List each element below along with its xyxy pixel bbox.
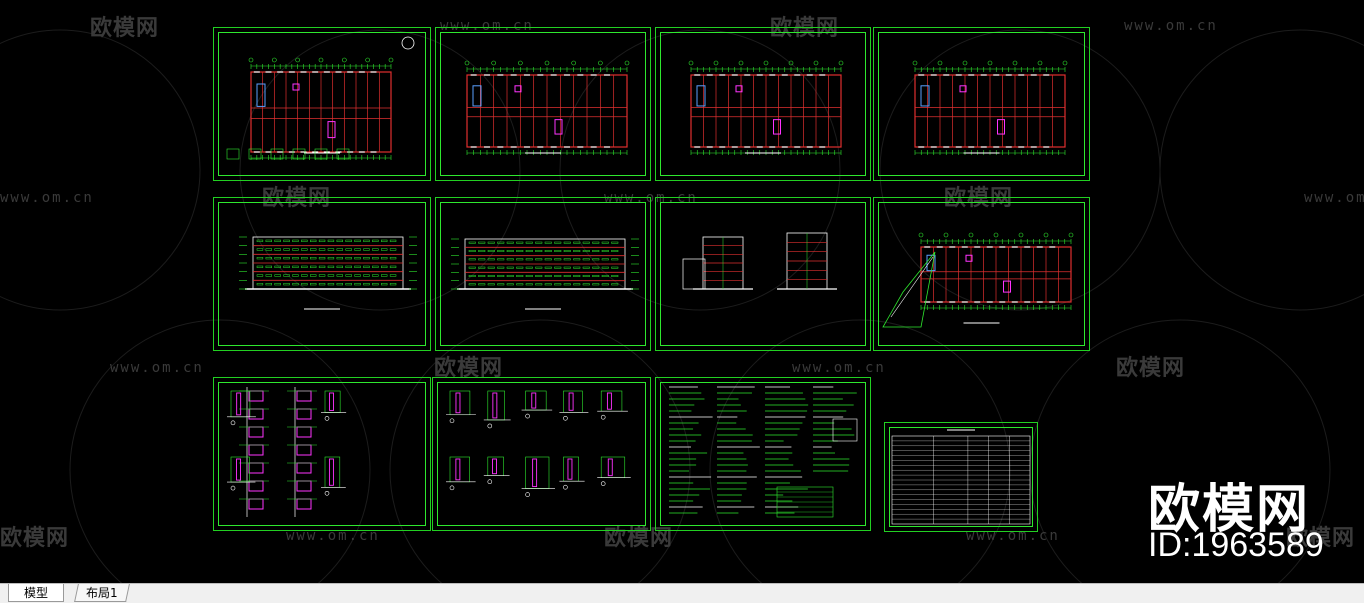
sheet-drawing-index[interactable] (884, 422, 1038, 532)
watermark-arc (239, 29, 521, 311)
drawing-index-table (891, 429, 1031, 525)
elevation-drawing (239, 236, 417, 310)
sheet-frame (218, 32, 426, 176)
sheet-design-notes[interactable] (655, 377, 871, 531)
sheet-floor-plan-4[interactable] (873, 27, 1090, 181)
sheet-frame (440, 32, 646, 176)
sheet-elevation-front[interactable] (213, 197, 431, 351)
sheet-floor-plan-1[interactable] (213, 27, 431, 181)
watermark-logo: 欧模网 (944, 186, 1014, 211)
watermark-url: www.om.cn (286, 528, 380, 544)
drawing-content-layer (226, 36, 1074, 525)
watermark-logo: 欧模网 (434, 356, 504, 381)
sheet-frame (660, 382, 866, 526)
watermark-url: www.om.cn (440, 18, 534, 34)
watermark-url: www.om.cn (0, 190, 94, 206)
side-elevation-drawing (682, 232, 837, 290)
tab-layout-1-label: 布局1 (86, 586, 118, 600)
detail-drawings (227, 390, 347, 496)
watermark-url: www.om.cn (1124, 18, 1218, 34)
tab-layout-1[interactable]: 布局1 (74, 584, 130, 602)
plan-notes (226, 36, 415, 160)
sheet-elevation-side[interactable] (655, 197, 871, 351)
wall-section-drawing (239, 387, 317, 517)
watermark-arc (0, 29, 201, 311)
watermark-layer (0, 29, 1364, 583)
floor-plan-drawing (688, 60, 844, 155)
detail-drawings (446, 390, 631, 497)
sheet-frame (889, 427, 1033, 527)
floor-plan-drawing (464, 60, 630, 155)
sheet-floor-plan-2[interactable] (435, 27, 651, 181)
watermark-logo: 欧模网 (262, 186, 332, 211)
sheet-frame (878, 32, 1085, 176)
sheet-frame (660, 32, 866, 176)
sheet-wall-details[interactable] (213, 377, 431, 531)
watermark-logo: 欧模网 (770, 16, 840, 41)
brand-id-label: ID:1963589 (1148, 526, 1324, 564)
watermark-logo: 欧模网 (1286, 526, 1356, 551)
watermark-logo: 欧模网 (1116, 356, 1186, 381)
sheet-frame (218, 202, 426, 346)
sheet-node-details[interactable] (432, 377, 651, 531)
watermark-url: www.om.cn (1304, 190, 1364, 206)
brand-logo: 欧模网 (1148, 480, 1311, 540)
tab-model[interactable]: 模型 (8, 584, 64, 602)
sheet-frame (660, 202, 866, 346)
design-notes-text (669, 386, 858, 518)
watermark-logo: 欧模网 (90, 16, 160, 41)
watermark-logo: 欧模网 (0, 526, 70, 551)
sheet-frame (437, 382, 646, 526)
floor-plan-drawing (912, 60, 1068, 155)
watermark-arc (69, 319, 371, 583)
sheet-elevation-rear[interactable] (435, 197, 651, 351)
watermark-url: www.om.cn (966, 528, 1060, 544)
sheet-floor-plan-3[interactable] (655, 27, 871, 181)
watermark-url: www.om.cn (792, 360, 886, 376)
sheet-frame (878, 202, 1085, 346)
floor-plan-drawing (248, 57, 394, 160)
watermark-url: www.om.cn (110, 360, 204, 376)
sheet-roof-plan[interactable] (873, 197, 1090, 351)
elevation-drawing (451, 238, 639, 310)
layout-tab-bar: 模型 布局1 (0, 583, 1364, 603)
sheet-frame (440, 202, 646, 346)
watermark-arc (559, 29, 841, 311)
sheet-frame (218, 382, 426, 526)
watermark-arc (709, 319, 1011, 583)
watermark-arc (389, 319, 691, 583)
watermark-arc (1159, 29, 1364, 311)
floor-plan-drawing (918, 232, 1074, 324)
roof-annex (882, 251, 936, 328)
